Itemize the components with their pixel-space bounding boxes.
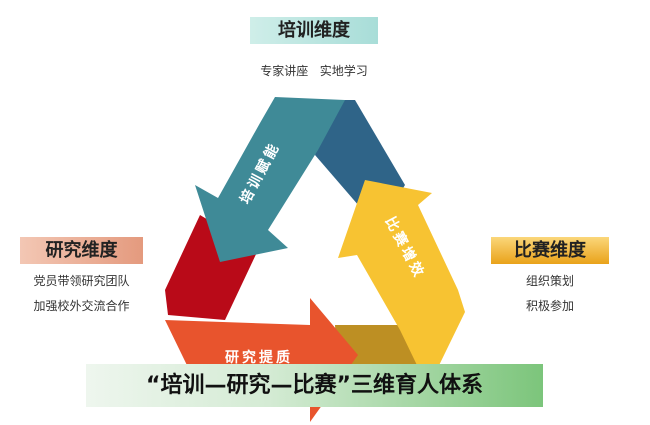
item: 实地学习 (319, 64, 368, 78)
competition-dimension-title: 比赛维度 (491, 237, 609, 264)
system-banner: “培训—研究—比赛”三维育人体系 (86, 364, 543, 407)
training-dimension-title: 培训维度 (250, 17, 378, 44)
competition-item: 积极参加 (525, 299, 574, 313)
training-dimension-items: 专家讲座 实地学习 (250, 62, 378, 79)
research-dimension-title: 研究维度 (20, 237, 143, 264)
competition-item: 组织策划 (525, 274, 574, 288)
research-item: 加强校外交流合作 (33, 299, 130, 313)
competition-arrow (338, 180, 465, 388)
item: 专家讲座 (260, 64, 309, 78)
research-item: 党员带领研究团队 (33, 274, 130, 288)
research-arrow-label: 研究提质 (225, 349, 293, 366)
training-arrow (195, 97, 345, 262)
